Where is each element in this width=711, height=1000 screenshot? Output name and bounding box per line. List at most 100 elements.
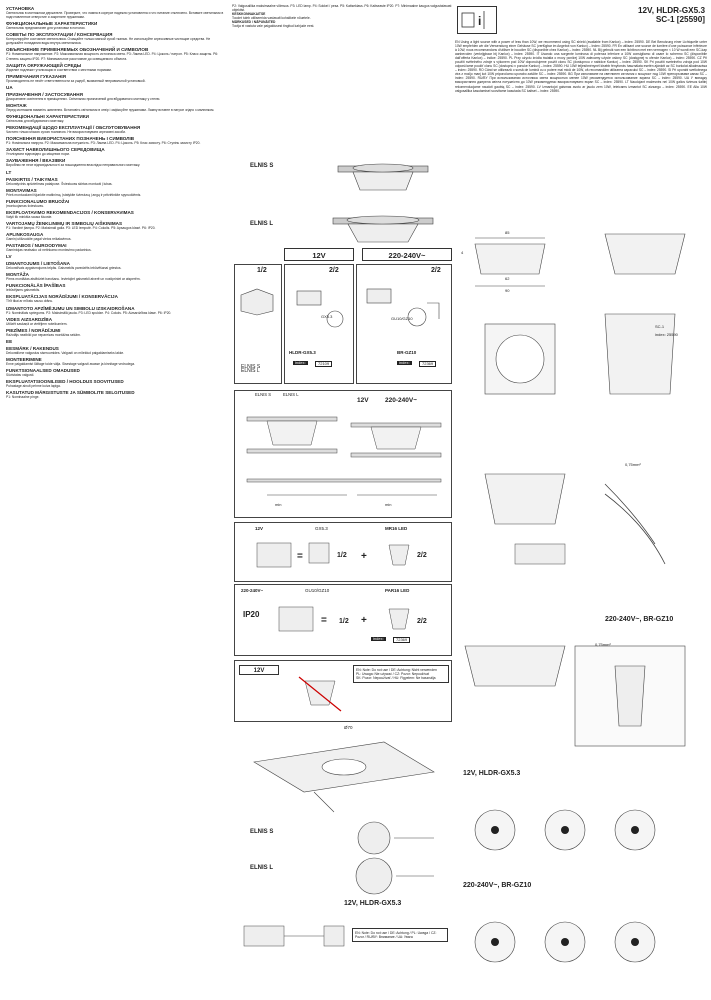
section-text: P1: Nominālais spriegums. P2: Maksimālā … [6,310,172,315]
svg-text:1/2: 1/2 [337,552,347,559]
section-text: Светильник в монтажном держателе. Провер… [6,11,224,20]
section-text: Toodet tuleb utiliseerida vastavalt koha… [232,16,311,21]
lamp-opt-mr16: MR16 LED [385,526,408,531]
section-text: Tootja ei vastuta vale paigaldusest ting… [232,24,315,29]
section-text: Перед монтажем вимкніть живлення. Встано… [6,107,215,112]
section-text: Iebūvējams gaismeklis. [6,288,41,293]
wiring-step: 0,75mm² [455,454,707,604]
section-heading: ПРИМЕЧАНИЯ ГУКАЗАНІЯ [6,73,66,79]
section-heading: ФУНКЦИОНАЛЬНЫЕ ХАРАКТЕРИСТИКИ [6,21,98,27]
section-heading: ПОЯСНЕННЯ ВИКОРИСТАНИХ ПОЗНАЧЕНЬ І СИМВО… [6,136,135,142]
middle-column: P2: Valgusallika maksimaalne võimsus. P3… [232,4,454,1000]
lamp-opt-12v: 12V [255,526,264,531]
gu10-options-drawing: = 1/2 + 2/2 [278,606,427,632]
bottom-elnis: ELNIS S ELNIS L [234,816,452,896]
section-heading: ОБЪЯСНЕНИЕ ПРИМЕНЯЕМЫХ ОБОЗНАЧЕНИЙ И СИМ… [6,47,149,53]
svg-text:2/2: 2/2 [417,552,427,559]
section-heading: KESKKONNAKAITSE [232,12,266,17]
section-text: Gaminį utilizuokite pagal vietos reikala… [6,236,72,241]
dim-85: 85 [505,230,510,235]
tech-drawing: 85 62 90 4 SC-1 index: 25590 [455,214,707,454]
index-label-2: index: [397,360,412,366]
bottom-elnis-drawing [355,821,434,895]
section-heading: EE [6,338,13,344]
cutout-diagram: Ø70 [234,725,452,816]
index-value-2: 72369 [419,361,437,368]
section-text: Dekoratyvinis apšvietimas patalpose. Švi… [6,181,113,186]
section-heading: FUNKCIONALUMO BRUOŽAI [6,198,70,204]
ip20-label: IP20 [243,610,260,619]
step-2-220v-label: 2/2 [431,267,441,274]
section-heading: ФУНКЦІОНАЛЬНІ ХАРАКТЕРИСТИКИ [6,114,89,120]
ceiling-diagram-box: ELNIS S ELNIS L 12V 220-240V~ min min [234,390,452,518]
section-heading: VARTOJAMŲ ŽENKLINIMŲ IR SIMBOLIŲ AIŠKINI… [6,220,123,226]
section-heading: УСТАНОВКА [6,6,35,11]
ceiling-section-drawing [246,416,442,496]
section-text: Puhastage ainult pehme kuiva lapiga. [6,384,61,389]
section-text: Utilizēt saskaņā ar vietējiem noteikumie… [6,321,68,326]
section-heading: UA [6,84,13,90]
step-2-12v-label: 2/2 [329,267,339,274]
middle-top-text: P2: Valgusallika maksimaalne võimsus. P3… [232,4,454,29]
section-heading: ЗАХИСТ НАВКОЛИШНЬОГО СЕРЕДОВИЩА [6,147,105,153]
bottom-12v-drawing [243,925,345,947]
section-heading: ПРИЗНАЧЕННЯ / ЗАСТОСУВАННЯ [6,91,83,97]
section-text: Ražotājs neatbild par nepareizas montāža… [6,332,81,337]
section-heading: PASTABOS / NUROODYMAI [6,243,67,249]
box-icon [240,288,274,316]
svg-text:+: + [361,551,367,562]
gx53-lamp-drawing [296,290,344,328]
gx53-label: GX5.3 [321,314,333,319]
sc1-index: index: 25590 [655,332,678,337]
ceiling-12v: 12V [357,397,369,404]
section-heading: ЗАУВАЖЕННЯ / ВКАЗІВКИ [6,158,66,164]
section-text: P1: Vardinė įtampa. P2: Maksimali galia.… [6,225,156,230]
product-info-icon: i [457,6,497,34]
elnis-l-caption: ELNIS L [283,392,299,397]
gz10-title: 220-240V~, BR-GZ10 [605,616,674,623]
hldr-label: HLDR-GX5.3 [289,350,316,355]
section-heading: МОНТАЖ [6,102,27,108]
step-2-220v-box: 2/2 GU10/GZ10 BR-GZ10 index: 72369 [356,264,452,384]
section-text: Įmontuojamas šviestuvas. [6,203,44,208]
legend-line-2: PL: Uwaga: Nie używać / CZ: Pozor: Nepou… [356,672,429,677]
right-title: 12V, HLDR-GX5.3 SC-1 [25590] [638,6,705,24]
section-heading: СОВЕТЫ ПО ЭКСПЛУАТАЦИИ / КОНСЕРВАЦИЯ [6,32,113,38]
dim-90: 90 [505,288,510,293]
warning-box: 12V EN: Note: Do not use / DE: Achtung: … [234,660,452,722]
gu10-label: GU10/GZ10 [391,316,413,321]
index-value-1: 72109 [315,361,333,368]
warn-12v: 12V [239,665,279,675]
br-step: 220-240V~, BR-GZ10 [455,882,707,994]
section-text: Dekoratīvais apgaismojums telpās. Gaisme… [6,266,122,271]
wire-size: 0,75mm² [625,462,641,467]
gu10-opt-par16: PAR16 LED [385,588,410,593]
section-text: Изделие подлежит утилизации в соответств… [6,67,112,72]
section-heading: LV [6,254,12,260]
step-2-12v-box: 2/2 GX5.3 HLDR-GX5.3 index: 72109 [284,264,354,384]
cutout-drawing [253,741,435,813]
hldr-title: 12V, HLDR-GX5.3 [463,770,521,777]
section-text: Світильник для вбудованого монтажу. [6,119,65,124]
product-elnis-l: ELNIS L [232,194,454,246]
bottom-elnis-s: ELNIS S [250,829,274,835]
section-heading: EKSPLOATAVIMO REKOMENDACIJOS / KONSERVAV… [6,209,134,215]
section-heading: IZMANTOJUMS / LIETOŠANA [6,261,70,267]
section-text: P1: Номінальна напруга. P2: Максимальна … [6,141,201,146]
section-heading: VIDES AIZSARDZĪBA [6,316,53,322]
tech-drawing-svg [474,233,686,395]
section-heading: EESMÄRK / RAKENDUS [6,345,59,351]
section-text: P1: Nominaalne pinge. [6,395,40,400]
warning-legend: EN: Note: Do not use / DE: Achtung: Nich… [353,665,449,684]
gu10-index-value: 72369 [393,637,411,644]
hldr-step: 12V, HLDR-GX5.3 [455,770,707,880]
product-elnis-s: ELNIS S [232,144,454,194]
right-multilingual-text: EN Using a light source with a power of … [455,40,707,93]
svg-text:i: i [478,14,481,28]
label-elnis-l: ELNIS L [250,221,274,227]
section-text: Утилізувати відповідно до місцевих норм. [6,152,70,157]
lamp-options-drawing: = 1/2 + 2/2 [256,542,427,568]
section-heading: LT [6,169,12,175]
min-label-2: min [385,502,392,507]
